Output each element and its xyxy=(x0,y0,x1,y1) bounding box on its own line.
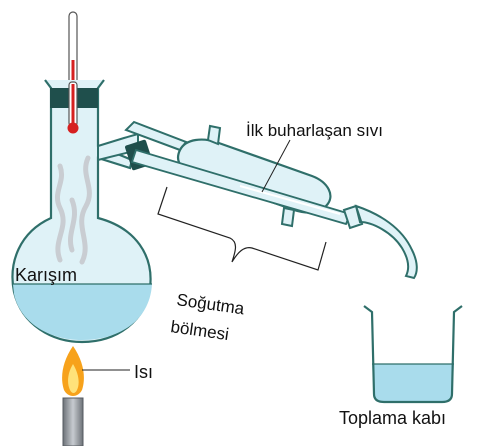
label-cooling-line1: Soğutma xyxy=(175,290,246,318)
burner xyxy=(62,397,84,446)
flame xyxy=(62,346,84,396)
label-cooling-line2: bölmesi xyxy=(169,317,230,344)
label-mixture: Karışım xyxy=(15,265,77,285)
label-heat: Isı xyxy=(134,362,153,382)
beaker-liquid xyxy=(372,364,454,402)
outlet-adapter xyxy=(342,204,418,280)
label-first-vapor: İlk buharlaşan sıvı xyxy=(246,121,383,140)
vapor xyxy=(54,155,92,265)
first-vapor-leader xyxy=(261,139,291,193)
collection-beaker xyxy=(363,305,463,404)
label-collection: Toplama kabı xyxy=(339,408,446,428)
condenser xyxy=(124,120,352,228)
flask-liquid xyxy=(13,284,152,340)
cooling-bracket xyxy=(157,186,327,271)
